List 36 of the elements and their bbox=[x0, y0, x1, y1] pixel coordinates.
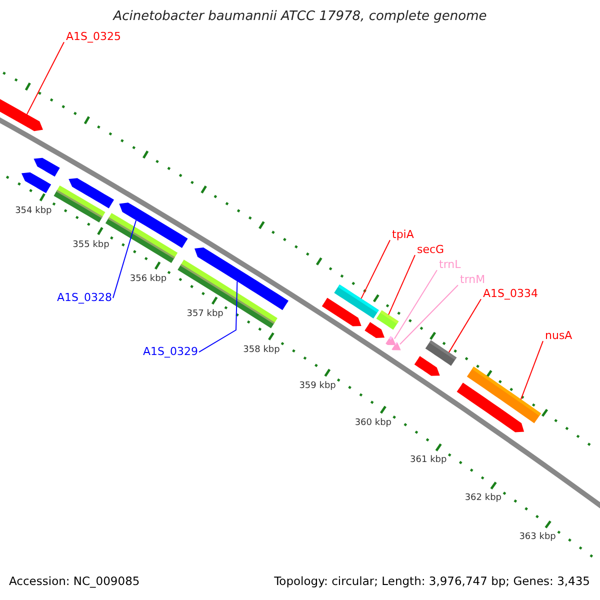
leader-line bbox=[400, 284, 458, 345]
tick-label: 354 kbp bbox=[14, 206, 53, 217]
leader-line bbox=[26, 42, 64, 115]
leader-line bbox=[520, 340, 544, 400]
gene-label: A1S_0328 bbox=[57, 292, 112, 304]
gene-feature bbox=[425, 340, 457, 366]
gene-feature bbox=[386, 336, 396, 346]
tick-label: 358 kbp bbox=[242, 346, 281, 356]
genome-info-text: Topology: circular; Length: 3,976,747 bp; Genes: 3,435 bbox=[274, 575, 590, 588]
leader-line bbox=[360, 240, 390, 300]
tick-label: 360 kbp bbox=[354, 418, 393, 429]
leader-line bbox=[394, 270, 438, 340]
gene-label: nusA bbox=[545, 330, 572, 342]
gene-label: secG bbox=[417, 244, 444, 256]
gene-feature bbox=[392, 342, 401, 350]
tick-label: 361 kbp bbox=[409, 456, 448, 466]
gene-label: A1S_0325 bbox=[66, 31, 121, 44]
leader-line bbox=[198, 280, 238, 353]
tick-label: 355 kbp bbox=[72, 240, 110, 250]
title: Acinetobacter baumannii ATCC 17978, complete genome bbox=[112, 10, 488, 24]
tick-label: 363 kbp bbox=[518, 533, 557, 543]
gene-label: trnL bbox=[439, 259, 461, 272]
tick-label: 362 kbp bbox=[464, 494, 503, 504]
leader-line bbox=[112, 220, 137, 299]
genome-info-text: Accession: NC_009085 bbox=[9, 575, 140, 588]
tick-label: 357 kbp bbox=[186, 310, 224, 320]
gene-label: tpiA bbox=[392, 229, 414, 242]
leader-line bbox=[388, 254, 416, 316]
gene-label: A1S_0334 bbox=[483, 288, 538, 300]
tick-label: 356 kbp bbox=[128, 274, 168, 285]
gene-label: trnM bbox=[460, 274, 486, 286]
tick-label: 359 kbp bbox=[298, 382, 337, 392]
gene-label: A1S_0329 bbox=[143, 346, 198, 358]
leader-line bbox=[448, 298, 482, 353]
gene-feature bbox=[0, 98, 43, 132]
gene-feature bbox=[376, 310, 399, 330]
